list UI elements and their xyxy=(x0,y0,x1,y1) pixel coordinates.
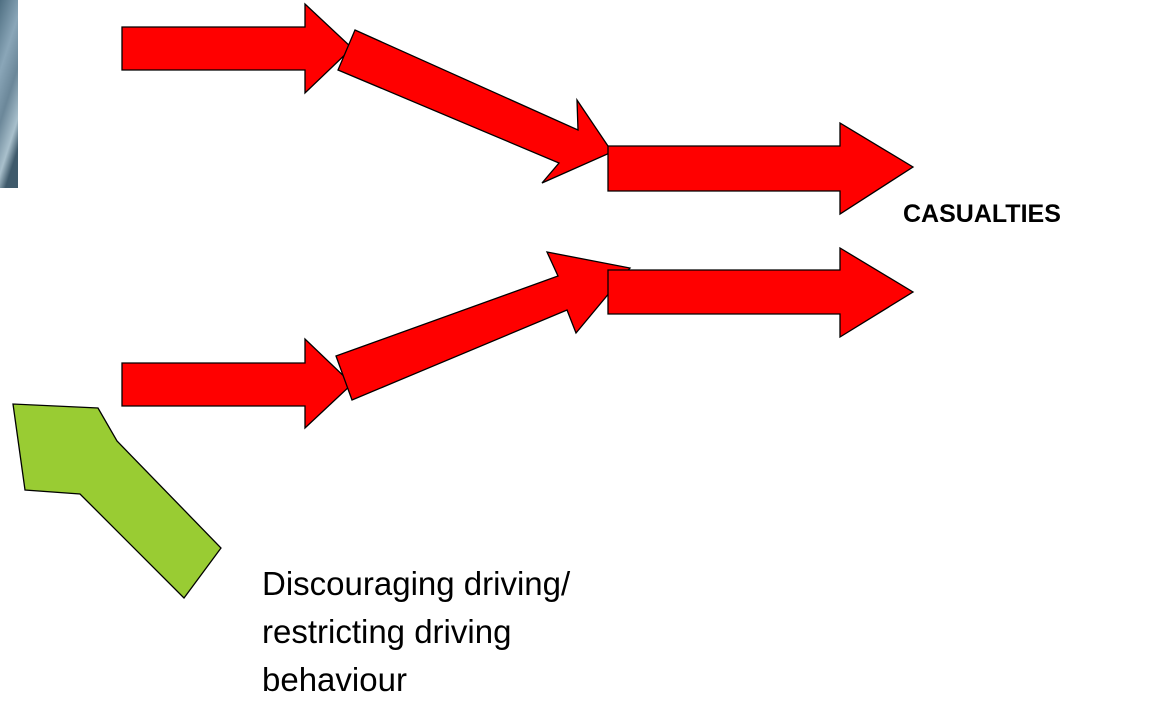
caption-line-1: Discouraging driving/ xyxy=(262,565,571,602)
lower-arrow-1 xyxy=(121,337,353,430)
caption-line-2: restricting driving xyxy=(262,613,512,650)
upper-arrow-1 xyxy=(121,2,353,95)
lower-arrow-2 xyxy=(335,251,632,401)
lower-arrow-3 xyxy=(607,246,915,339)
upper-arrow-2 xyxy=(337,29,613,184)
intervention-caption: Discouraging driving/ restricting drivin… xyxy=(262,560,570,704)
caption-line-3: behaviour xyxy=(262,661,407,698)
intervention-arrow xyxy=(12,403,222,599)
photo-fragment xyxy=(0,0,18,188)
casualties-label: CASUALTIES xyxy=(903,200,1061,228)
upper-arrow-3 xyxy=(607,121,915,216)
